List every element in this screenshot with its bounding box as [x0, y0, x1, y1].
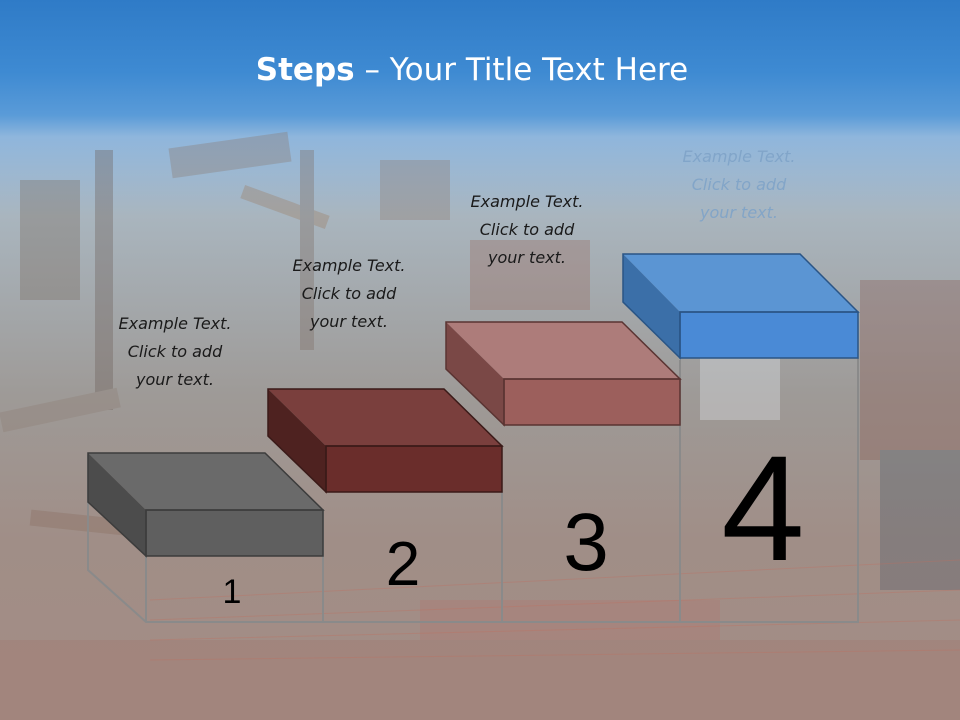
- step-label-1[interactable]: Example Text. Click to add your text.: [90, 310, 260, 394]
- step-number-2: 2: [386, 530, 420, 599]
- title-rest: – Your Title Text Here: [354, 52, 689, 88]
- step-number-4: 4: [721, 424, 804, 592]
- title-strong: Steps: [255, 52, 355, 88]
- step-number-3: 3: [563, 497, 609, 588]
- step-number-1: 1: [223, 573, 242, 611]
- step-4-line-3: your text.: [699, 203, 778, 222]
- step-label-2[interactable]: Example Text. Click to add your text.: [264, 252, 434, 336]
- step-block-4[interactable]: [622, 253, 860, 360]
- step-3-line-2: Click to add: [479, 220, 575, 239]
- step-3-line-1: Example Text.: [470, 192, 584, 211]
- step-2-line-1: Example Text.: [292, 256, 406, 275]
- step-4-line-2: Click to add: [691, 175, 787, 194]
- step-label-3[interactable]: Example Text. Click to add your text.: [442, 188, 612, 272]
- step-block-1[interactable]: [87, 452, 325, 558]
- step-2-line-2: Click to add: [301, 284, 397, 303]
- step-4-line-1: Example Text.: [682, 147, 796, 166]
- step-block-3[interactable]: [445, 321, 682, 427]
- step-1-line-2: Click to add: [127, 342, 223, 361]
- step-3-line-3: your text.: [487, 248, 566, 267]
- step-1-line-3: your text.: [135, 370, 214, 389]
- step-label-4[interactable]: Example Text. Click to add your text.: [654, 143, 824, 227]
- step-block-2[interactable]: [267, 388, 504, 494]
- slide-title[interactable]: Steps – Your Title Text Here: [0, 52, 944, 88]
- step-1-line-1: Example Text.: [118, 314, 232, 333]
- step-2-line-3: your text.: [309, 312, 388, 331]
